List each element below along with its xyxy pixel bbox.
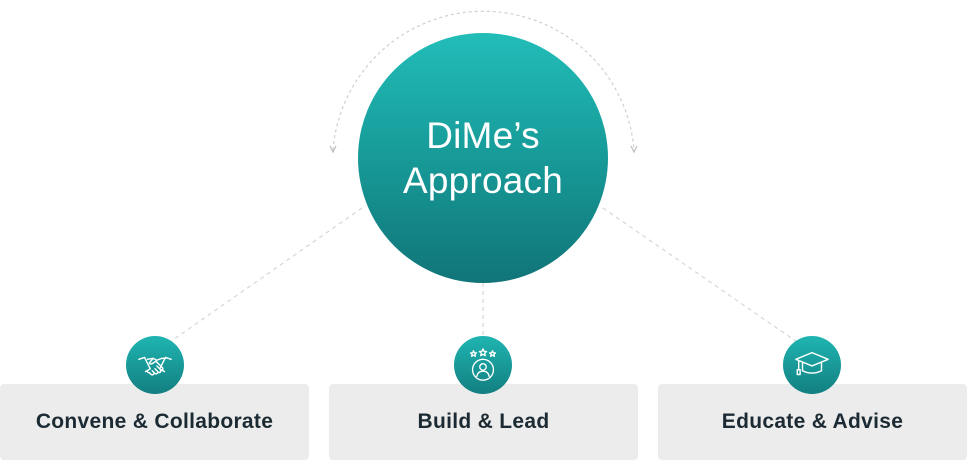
pillar-card-convene: Convene & Collaborate <box>0 384 309 460</box>
orbit-arrow-right <box>630 145 638 154</box>
stars-person-icon-badge <box>454 336 512 394</box>
graduation-cap-icon <box>795 351 829 376</box>
pillar-card-build: Build & Lead <box>329 384 638 460</box>
handshake-icon-badge <box>126 336 184 394</box>
approach-hub: DiMe’s Approach <box>358 33 608 283</box>
hub-title: DiMe’s Approach <box>403 114 563 201</box>
connector-right <box>602 207 798 343</box>
pillar-label: Educate & Advise <box>721 410 904 433</box>
pillar-label: Build & Lead <box>417 410 550 433</box>
graduation-cap-icon-badge <box>783 336 841 394</box>
pillar-label: Convene & Collaborate <box>35 410 274 433</box>
pillar-card-educate: Educate & Advise <box>658 384 967 460</box>
stars-person-icon <box>469 348 497 381</box>
connector-left <box>169 207 363 343</box>
hub-orbit-arc <box>332 10 635 151</box>
orbit-arrow-left <box>329 145 337 154</box>
handshake-icon <box>138 356 172 376</box>
